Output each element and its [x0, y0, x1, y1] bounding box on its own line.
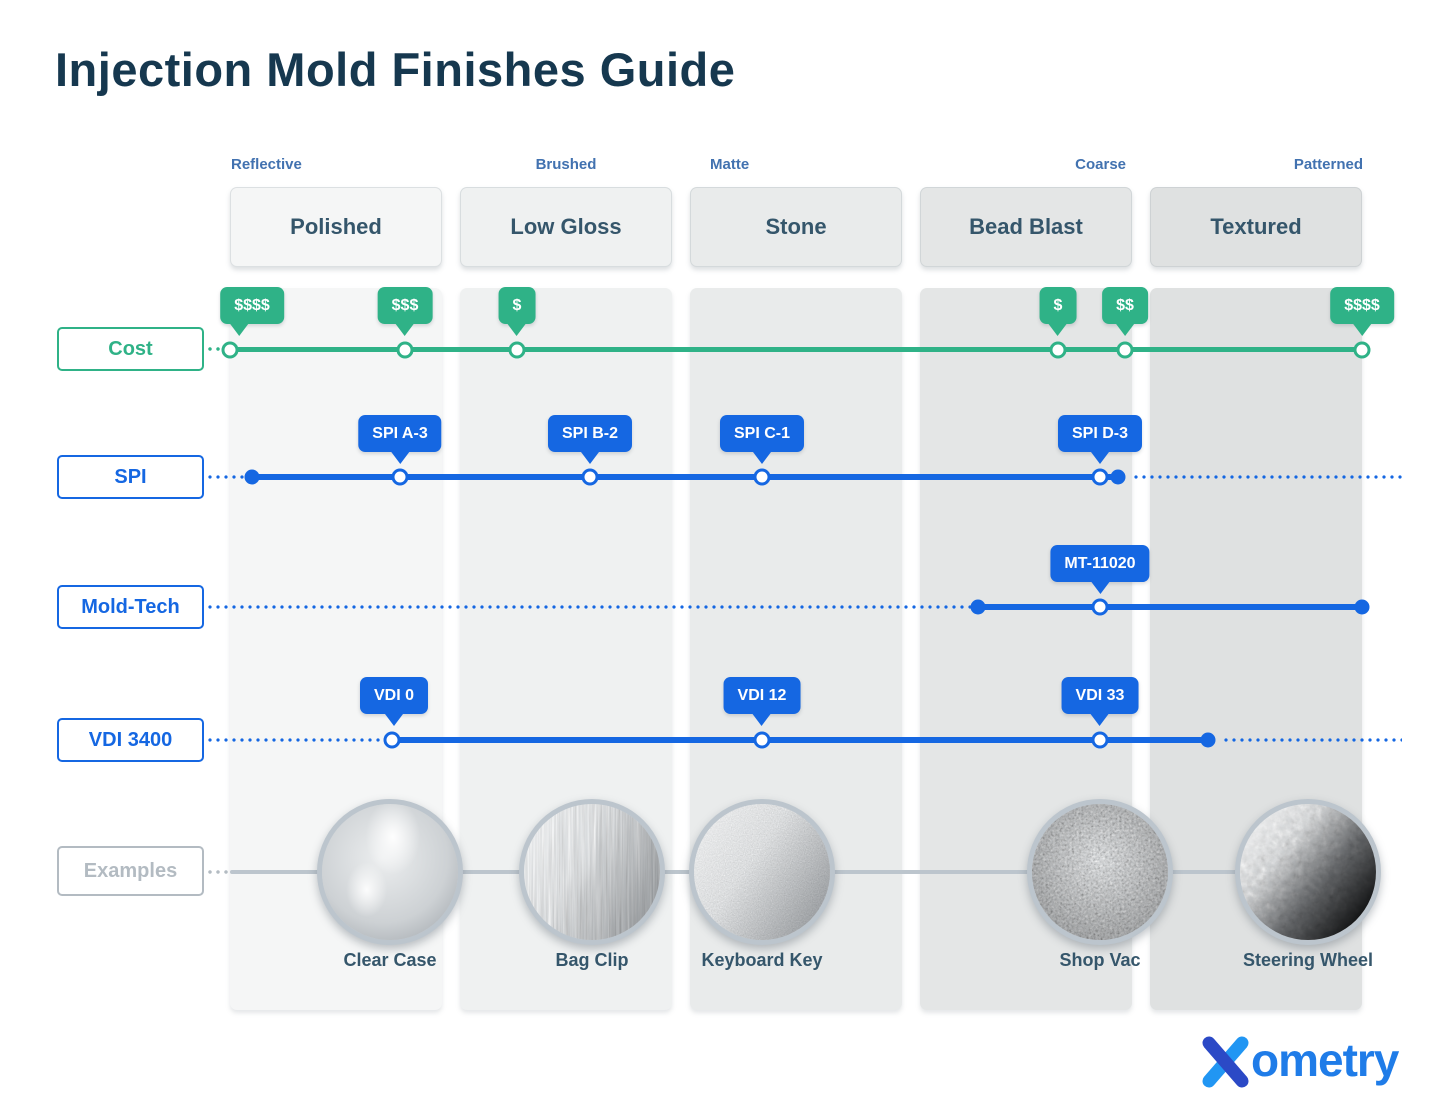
- example-caption: Steering Wheel: [1242, 950, 1374, 970]
- xometry-logo: ometry: [1196, 1031, 1399, 1089]
- xometry-wordmark: ometry: [1251, 1034, 1399, 1086]
- mold-tech-tooltip: MT-11020: [1050, 545, 1150, 582]
- cost-tooltip: $$$$: [1330, 287, 1394, 324]
- row-label-vdi-3400: VDI 3400: [57, 718, 204, 762]
- column-header-textured: Textured: [1150, 187, 1362, 267]
- cost-marker: [508, 341, 526, 359]
- vdi-dotted-lead: [206, 738, 386, 742]
- spi-marker: [1091, 468, 1109, 486]
- vdi-dotted-tail: [1222, 738, 1402, 742]
- column-header-bead-blast: Bead Blast: [920, 187, 1132, 267]
- xometry-x-icon: [1202, 1036, 1249, 1088]
- cost-tooltip: $$: [1102, 287, 1148, 324]
- spi-scale-dotted-tail: [1132, 475, 1402, 479]
- cost-marker: [1116, 341, 1134, 359]
- column-header-polished: Polished: [230, 187, 442, 267]
- cost-marker: [1353, 341, 1371, 359]
- mold-tech-range-start-dot: [970, 599, 986, 615]
- mold-tech-dotted-lead: [206, 605, 972, 609]
- mold-tech-marker: [1091, 598, 1109, 616]
- cost-tooltip: $$$: [377, 287, 433, 324]
- example-photo-bag-clip: [519, 799, 665, 945]
- cost-connector-dotted: [206, 347, 230, 351]
- mold-tech-scale-line: [978, 604, 1362, 610]
- page-title: Injection Mold Finishes Guide: [55, 43, 736, 96]
- example-photo-steering-wheel: [1235, 799, 1381, 945]
- finish-tag-brushed: Brushed: [535, 156, 597, 173]
- spi-tooltip: SPI A-3: [358, 415, 442, 452]
- shop-vac-shading: [1032, 804, 1168, 940]
- vdi-scale-line: [392, 737, 1208, 743]
- example-photo-keyboard-key: [689, 799, 835, 945]
- finish-tag-coarse: Coarse: [1075, 156, 1126, 173]
- cost-marker: [221, 341, 239, 359]
- spi-range-end-dot: [1110, 469, 1126, 485]
- spi-marker: [581, 468, 599, 486]
- column-header-low-gloss: Low Gloss: [460, 187, 672, 267]
- row-label-spi: SPI: [57, 455, 204, 499]
- finish-tag-matte: Matte: [710, 156, 750, 173]
- example-caption: Keyboard Key: [701, 950, 823, 970]
- finish-tag-patterned: Patterned: [1293, 156, 1363, 173]
- vdi-tooltip: VDI 33: [1061, 677, 1139, 714]
- example-photo-shop-vac: [1027, 799, 1173, 945]
- example-photo-clear-case: [317, 799, 463, 945]
- spi-marker: [391, 468, 409, 486]
- spi-marker: [753, 468, 771, 486]
- vdi-range-end-dot: [1200, 732, 1216, 748]
- vdi-marker: [383, 731, 401, 749]
- row-label-mold-tech: Mold-Tech: [57, 585, 204, 629]
- cost-tooltip: $: [1039, 287, 1077, 324]
- spi-tooltip: SPI C-1: [719, 415, 805, 452]
- steering-wheel-shading: [1240, 804, 1376, 940]
- vdi-tooltip: VDI 0: [359, 677, 429, 714]
- spi-range-start-dot: [244, 469, 260, 485]
- mold-tech-range-end-dot: [1354, 599, 1370, 615]
- finish-tag-reflective: Reflective: [231, 156, 302, 173]
- cost-marker: [396, 341, 414, 359]
- clear-case-texture: [322, 804, 458, 940]
- row-label-examples: Examples: [57, 846, 204, 896]
- vdi-marker: [1091, 731, 1109, 749]
- example-caption: Bag Clip: [555, 950, 629, 970]
- spi-scale-line: [252, 474, 1118, 480]
- row-label-cost: Cost: [57, 327, 204, 371]
- column-header-stone: Stone: [690, 187, 902, 267]
- spi-tooltip: SPI D-3: [1057, 415, 1143, 452]
- cost-tooltip: $: [498, 287, 536, 324]
- bag-clip-shading: [524, 804, 660, 940]
- shop-vac-texture: [1032, 804, 1168, 940]
- cost-tooltip: $$$$: [220, 287, 284, 324]
- cost-marker: [1049, 341, 1067, 359]
- example-caption: Shop Vac: [1059, 950, 1141, 970]
- examples-connector-dotted: [206, 870, 230, 874]
- cost-scale-line: [230, 347, 1362, 352]
- example-caption: Clear Case: [343, 950, 437, 970]
- vdi-tooltip: VDI 12: [723, 677, 801, 714]
- spi-connector-dotted: [206, 475, 244, 479]
- spi-tooltip: SPI B-2: [547, 415, 633, 452]
- vdi-marker: [753, 731, 771, 749]
- keyboard-key-shading: [694, 804, 830, 940]
